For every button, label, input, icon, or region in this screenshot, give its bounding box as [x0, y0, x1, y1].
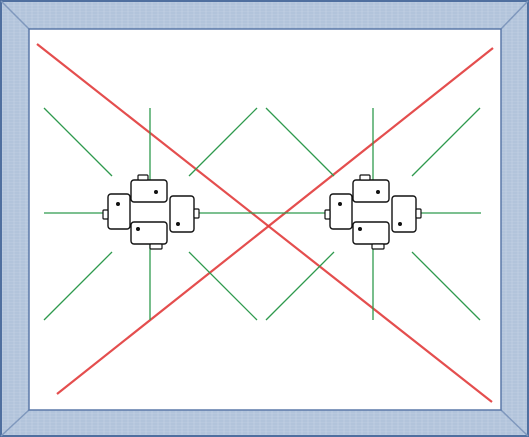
ray-right-sw: [265, 251, 335, 321]
ray-left-sw: [43, 251, 113, 321]
red-diagonal-cross: [36, 43, 494, 403]
device-part-left: [107, 193, 131, 230]
frame-bevel-tl: [0, 0, 30, 30]
device-dot-bottom: [136, 227, 140, 231]
ray-right-ne: [411, 107, 481, 177]
device-part-top: [352, 179, 390, 203]
device-dot-bottom: [358, 227, 362, 231]
device-part-top: [130, 179, 168, 203]
device-part-bottom: [130, 221, 168, 245]
red-diagonal-line-1: [36, 43, 493, 403]
device-tab-right: [415, 208, 422, 219]
frame-bevel-tr: [500, 0, 529, 30]
ray-left-ne: [188, 107, 258, 177]
ray-left-nw: [43, 107, 113, 177]
device-tab-top: [359, 174, 371, 181]
device-part-bottom: [352, 221, 390, 245]
device-part-right: [391, 195, 417, 233]
device-tab-left: [102, 209, 109, 220]
frame-bevel-br: [500, 409, 529, 437]
ray-right-se: [411, 251, 481, 321]
frame-bevel-bl: [0, 409, 30, 437]
device-tab-bottom: [149, 243, 163, 250]
device-dot-right: [398, 222, 402, 226]
device-tab-top: [137, 174, 149, 181]
ray-right-nw: [265, 107, 335, 177]
device-dot-right: [176, 222, 180, 226]
device-dot-top: [154, 190, 158, 194]
green-rays-right: [264, 107, 481, 321]
ray-left-se: [188, 251, 258, 321]
device-dot-left: [116, 202, 120, 206]
device-cluster-icon: [324, 174, 422, 250]
device-part-left: [329, 193, 353, 230]
device-part-right: [169, 195, 195, 233]
device-tab-bottom: [371, 243, 385, 250]
green-rays-left: [43, 107, 264, 321]
device-tab-right: [193, 208, 200, 219]
device-dot-left: [338, 202, 342, 206]
device-tab-left: [324, 209, 331, 220]
device-dot-top: [376, 190, 380, 194]
device-cluster-icon: [102, 174, 200, 250]
red-diagonal-line-2: [56, 47, 494, 395]
